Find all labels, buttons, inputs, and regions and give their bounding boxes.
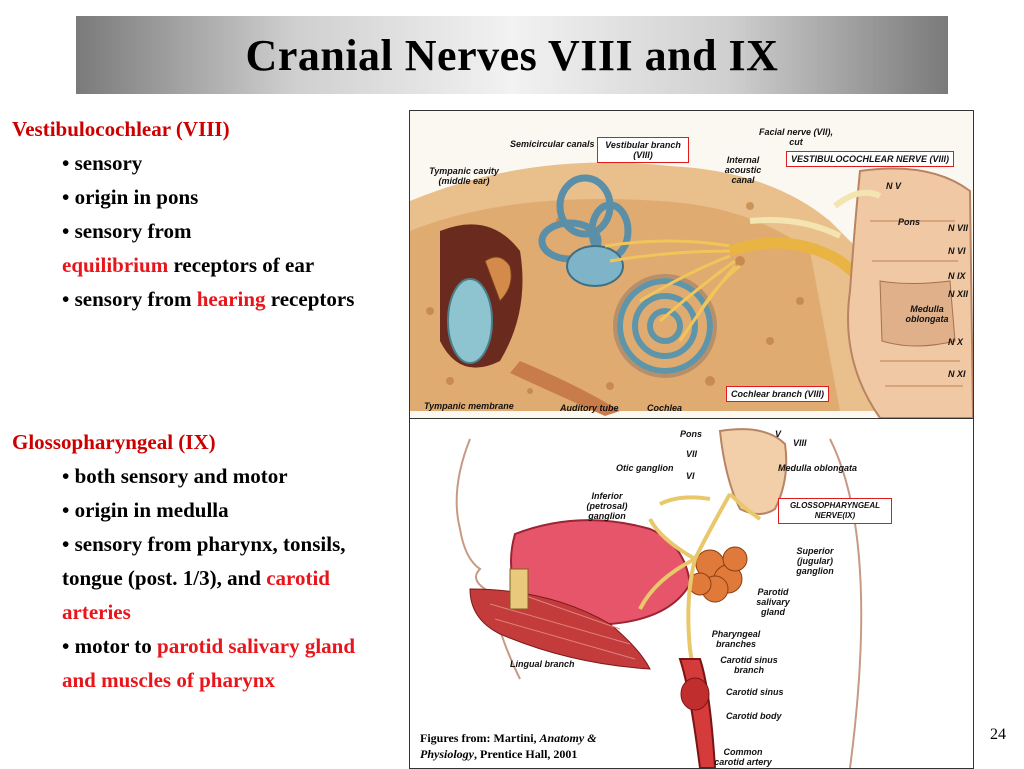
label-superior-ganglion: Superior (jugular) ganglion <box>796 546 834 576</box>
label-viii: VIII <box>793 438 807 448</box>
bullet: • sensory from <box>12 214 392 248</box>
label-vestibulocochlear-nerve: VESTIBULOCOCHLEAR NERVE (VIII) <box>786 151 955 167</box>
label-nv: N V <box>886 181 902 191</box>
label-cochlear-branch: Cochlear branch (VIII) <box>726 386 830 402</box>
label-auditory-tube: Auditory tube <box>560 403 619 413</box>
bullet: • sensory <box>62 151 143 175</box>
label-internal-acoustic-canal: Internal acoustic canal <box>724 155 762 185</box>
label-medulla-oblongata: Medulla oblongata <box>905 304 949 324</box>
bullet-text: receptors <box>265 287 355 311</box>
label-facial-nerve: Facial nerve (VII), cut <box>758 127 834 147</box>
label-nxii: N XII <box>948 289 969 299</box>
bullet-text: • sensory from pharynx, tonsils, tongue … <box>62 532 346 590</box>
label-tympanic-membrane: Tympanic membrane <box>424 401 514 411</box>
label-nvi: N VI <box>948 246 966 256</box>
label-otic-ganglion: Otic ganglion <box>616 463 674 473</box>
figure-credit: Figures from: Martini, Anatomy & Physiol… <box>420 731 597 761</box>
section-heading: Glossopharyngeal (IX) <box>12 430 216 454</box>
label-parotid-gland: Parotid salivary gland <box>756 587 790 617</box>
bullet-highlight: equilibrium <box>62 253 169 277</box>
label-inferior-ganglion: Inferior (petrosal) ganglion <box>586 491 628 521</box>
label-tympanic-cavity: Tympanic cavity (middle ear) <box>429 166 499 186</box>
bullet-text: • sensory from <box>62 287 197 311</box>
ear-illustration: Semicircular canals Vestibular branch (V… <box>409 110 974 419</box>
bullet-highlight: carotid arteries <box>62 566 330 624</box>
label-nx: N X <box>948 337 964 347</box>
bullet-text: • motor to <box>62 634 158 658</box>
glossopharyngeal-illustration: Pons V VIII VII VI Medulla oblongata Oti… <box>409 418 974 769</box>
label-carotid-sinus: Carotid sinus <box>726 687 784 697</box>
label-semicircular-canals: Semicircular canals <box>510 139 595 149</box>
label-cochlea: Cochlea <box>647 403 683 413</box>
label-medulla-oblongata: Medulla oblongata <box>778 463 858 473</box>
label-pharyngeal-branches: Pharyngeal branches <box>711 629 761 649</box>
bullet-highlight: hearing <box>196 287 266 311</box>
bullet: • motor to parotid salivary gland and mu… <box>12 629 392 697</box>
section-vestibulocochlear: Vestibulocochlear (VIII) • sensory • ori… <box>12 112 392 316</box>
label-glossopharyngeal-nerve: GLOSSOPHARYNGEAL NERVE(IX) <box>778 498 892 524</box>
label-pons: Pons <box>680 429 703 439</box>
label-nix: N IX <box>948 271 966 281</box>
label-nvii: N VII <box>948 223 969 233</box>
label-vestibular-branch: Vestibular branch (VIII) <box>597 137 689 163</box>
page-number: 24 <box>990 726 1006 743</box>
title-bar: Cranial Nerves VIII and IX <box>76 16 948 94</box>
bullet-text: • sensory from <box>62 219 192 243</box>
label-common-carotid: Common carotid artery <box>714 747 772 767</box>
label-v: V <box>775 429 782 439</box>
bullet: • both sensory and motor <box>62 464 288 488</box>
bullet-highlight: parotid salivary gland and muscles of ph… <box>62 634 356 692</box>
glossopharyngeal-anatomy-drawing <box>410 419 973 768</box>
bullet-cont: equilibrium receptors of ear <box>12 248 392 282</box>
label-lingual-branch: Lingual branch <box>510 659 575 669</box>
label-vi: VI <box>686 471 695 481</box>
slide-title: Cranial Nerves VIII and IX <box>245 30 779 80</box>
section-glossopharyngeal: Glossopharyngeal (IX) • both sensory and… <box>12 425 392 697</box>
bullet: • origin in pons <box>62 185 199 209</box>
bullet-text: receptors of ear <box>168 253 315 277</box>
label-vii: VII <box>686 449 698 459</box>
bullet: • origin in medulla <box>62 498 229 522</box>
label-pons: Pons <box>898 217 921 227</box>
label-carotid-body: Carotid body <box>726 711 782 721</box>
section-heading: Vestibulocochlear (VIII) <box>12 117 230 141</box>
bullet: • sensory from hearing receptors <box>12 282 392 316</box>
label-nxi: N XI <box>948 369 966 379</box>
label-carotid-sinus-branch: Carotid sinus branch <box>720 655 778 675</box>
bullet: • sensory from pharynx, tonsils, tongue … <box>12 527 392 629</box>
